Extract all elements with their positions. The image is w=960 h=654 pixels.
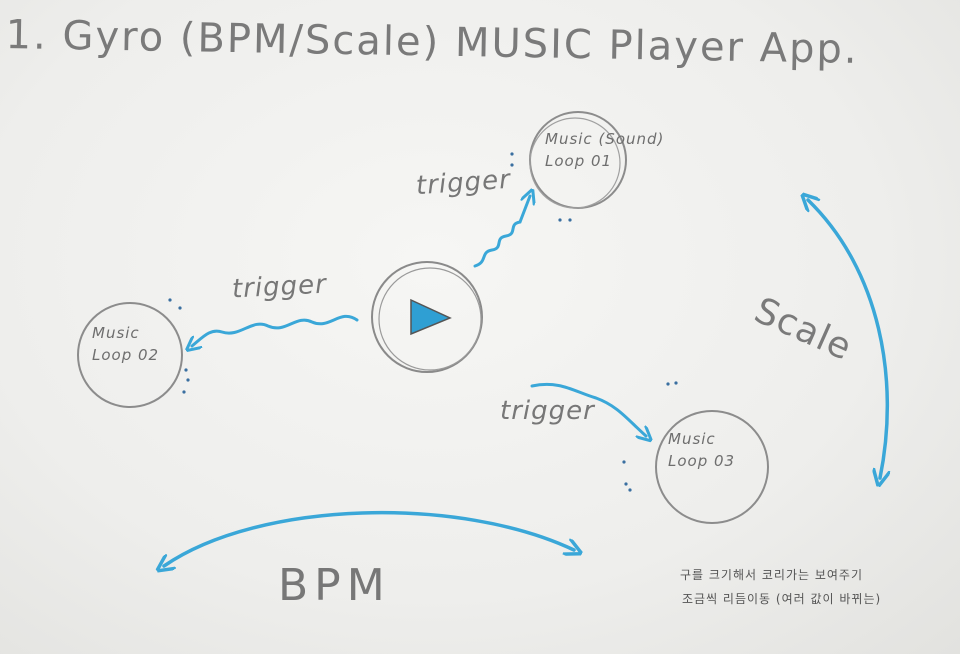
trigger-arrow-left <box>192 314 359 346</box>
note-line-2: 조금씩 리듬이동 (여러 값이 바뀌는) <box>682 592 882 606</box>
sound-dots <box>168 152 678 492</box>
loop-03-label: Music Loop 03 <box>668 428 735 472</box>
trigger-label-bottom: trigger <box>500 396 595 426</box>
trigger-arrow-bottom <box>530 382 646 436</box>
music-loop-02-circle[interactable] <box>77 302 183 408</box>
loop-01-title: Music (Sound) <box>545 130 665 148</box>
loop-01-label: Music (Sound) Loop 01 <box>545 128 664 172</box>
bpm-label: BPM <box>278 560 391 611</box>
loop-02-title: Music <box>92 324 140 342</box>
loop-02-number: Loop 02 <box>92 346 160 364</box>
play-button[interactable] <box>371 261 483 373</box>
music-loop-03-circle[interactable] <box>655 410 769 524</box>
trigger-label-left: trigger <box>231 269 328 305</box>
trigger-arrow-top <box>473 196 530 268</box>
loop-03-number: Loop 03 <box>668 452 736 470</box>
bpm-arrow <box>164 510 574 566</box>
loop-03-title: Music <box>668 430 716 448</box>
play-icon <box>410 298 452 336</box>
scale-arrow <box>808 200 887 478</box>
loop-02-label: Music Loop 02 <box>92 322 159 366</box>
music-loop-01-circle[interactable] <box>529 111 627 209</box>
note-line-1: 구를 크기해서 코리가는 보여주기 <box>680 568 864 582</box>
loop-01-number: Loop 01 <box>545 152 613 170</box>
